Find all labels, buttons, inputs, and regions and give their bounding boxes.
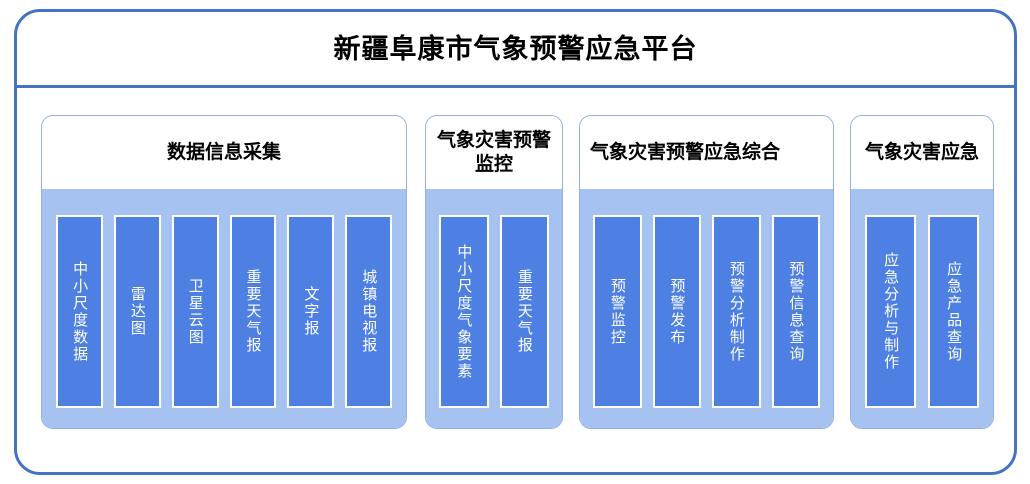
group-body-warning-emergency-integrated: 预警监控 预警发布 预警分析制作 预警信息查询 bbox=[580, 189, 833, 428]
item-important-weather-report[interactable]: 重要天气报 bbox=[229, 215, 277, 408]
item-label: 中小尺度数据 bbox=[71, 260, 89, 363]
group-disaster-emergency[interactable]: 气象灾害应急 应急分析与制作 应急产品查询 bbox=[850, 115, 994, 429]
item-label: 文字报 bbox=[302, 286, 320, 337]
item-radar-chart[interactable]: 雷达图 bbox=[113, 215, 161, 408]
item-emergency-product-query[interactable]: 应急产品查询 bbox=[928, 215, 979, 408]
item-list-disaster-emergency: 应急分析与制作 应急产品查询 bbox=[851, 189, 993, 428]
page-title: 新疆阜康市气象预警应急平台 bbox=[333, 34, 698, 64]
group-title-data-collection: 数据信息采集 bbox=[42, 116, 406, 189]
item-list-disaster-warning-monitoring: 中小尺度气象要素 重要天气报 bbox=[426, 189, 562, 428]
group-disaster-warning-monitoring[interactable]: 气象灾害预警监控 中小尺度气象要素 重要天气报 bbox=[425, 115, 563, 429]
group-body-data-collection: 中小尺度数据 雷达图 卫星云图 重要天气报 文字报 城镇电视 bbox=[42, 189, 406, 428]
group-warning-emergency-integrated[interactable]: 气象灾害预警应急综合 预警监控 预警发布 预警分析制作 预警信息查询 bbox=[579, 115, 834, 429]
group-title-warning-emergency-integrated: 气象灾害预警应急综合 bbox=[580, 116, 833, 189]
item-list-data-collection: 中小尺度数据 雷达图 卫星云图 重要天气报 文字报 城镇电视 bbox=[42, 189, 406, 428]
item-warning-analysis-production[interactable]: 预警分析制作 bbox=[712, 215, 761, 408]
item-label: 雷达图 bbox=[128, 286, 146, 337]
item-text-report[interactable]: 文字报 bbox=[287, 215, 335, 408]
group-title-disaster-emergency: 气象灾害应急 bbox=[851, 116, 993, 189]
group-body-disaster-emergency: 应急分析与制作 应急产品查询 bbox=[851, 189, 993, 428]
item-mesoscale-microscale-data[interactable]: 中小尺度数据 bbox=[56, 215, 103, 408]
item-label: 城镇电视报 bbox=[360, 269, 378, 354]
item-label: 应急产品查询 bbox=[945, 260, 963, 363]
item-label: 预警分析制作 bbox=[727, 260, 745, 363]
platform-frame: 新疆阜康市气象预警应急平台 数据信息采集 中小尺度数据 雷达图 卫星云图 bbox=[14, 9, 1017, 475]
group-title-disaster-warning-monitoring: 气象灾害预警监控 bbox=[426, 116, 562, 189]
item-label: 预警发布 bbox=[668, 277, 686, 346]
item-important-weather-report[interactable]: 重要天气报 bbox=[499, 215, 549, 408]
item-town-tv-report[interactable]: 城镇电视报 bbox=[345, 215, 392, 408]
item-warning-release[interactable]: 预警发布 bbox=[652, 215, 701, 408]
item-label: 重要天气报 bbox=[244, 269, 262, 354]
title-divider bbox=[17, 85, 1014, 88]
item-mesoscale-microscale-elements[interactable]: 中小尺度气象要素 bbox=[439, 215, 489, 408]
item-satellite-cloud-chart[interactable]: 卫星云图 bbox=[171, 215, 219, 408]
item-label: 预警信息查询 bbox=[787, 260, 805, 363]
item-emergency-analysis-production[interactable]: 应急分析与制作 bbox=[865, 215, 916, 408]
item-label: 应急分析与制作 bbox=[882, 252, 900, 371]
item-label: 卫星云图 bbox=[186, 277, 204, 346]
group-body-disaster-warning-monitoring: 中小尺度气象要素 重要天气报 bbox=[426, 189, 562, 428]
item-warning-info-query[interactable]: 预警信息查询 bbox=[771, 215, 820, 408]
group-data-collection[interactable]: 数据信息采集 中小尺度数据 雷达图 卫星云图 重要天气报 bbox=[41, 115, 407, 429]
item-label: 重要天气报 bbox=[515, 269, 533, 354]
item-label: 中小尺度气象要素 bbox=[455, 243, 473, 380]
item-label: 预警监控 bbox=[608, 277, 626, 346]
item-list-warning-emergency-integrated: 预警监控 预警发布 预警分析制作 预警信息查询 bbox=[580, 189, 833, 428]
item-warning-monitoring[interactable]: 预警监控 bbox=[593, 215, 642, 408]
